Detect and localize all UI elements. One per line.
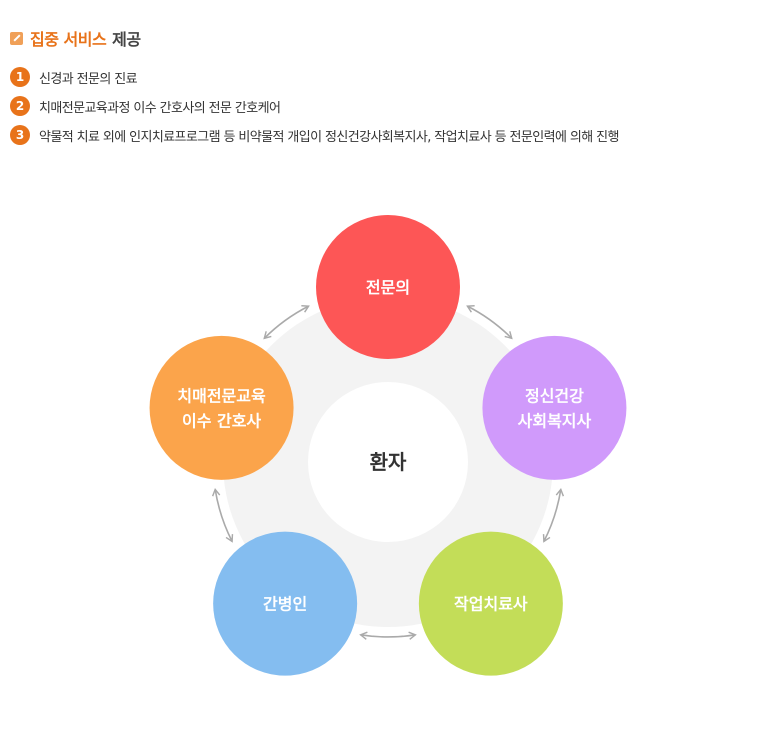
role-node-label: 작업치료사 [454, 595, 528, 614]
role-node-label: 치매전문교육 [177, 386, 266, 405]
list-item-text: 신경과 전문의 진료 [39, 71, 138, 87]
list-item-text: 치매전문교육과정 이수 간호사의 전문 간호케어 [39, 100, 281, 116]
section-title: 집중 서비스 제공 [10, 26, 141, 50]
title-rest: 제공 [112, 30, 141, 49]
role-node-circle [482, 335, 627, 480]
edit-icon [10, 31, 23, 45]
list-item: 3 약물적 치료 외에 인지치료프로그램 등 비약물적 개입이 정신건강사회복지… [10, 124, 619, 146]
role-node-label: 정신건강 [525, 386, 584, 405]
service-list: 1 신경과 전문의 진료 2 치매전문교육과정 이수 간호사의 전문 간호케어 … [10, 66, 619, 153]
role-node-label: 간병인 [263, 595, 307, 614]
double-arrow [466, 305, 513, 340]
list-item-text: 약물적 치료 외에 인지치료프로그램 등 비약물적 개입이 정신건강사회복지사,… [39, 129, 619, 145]
double-arrow [359, 631, 417, 640]
role-node: 간병인 [213, 531, 358, 676]
center-label: 환자 [370, 450, 407, 474]
role-node-circle [149, 335, 294, 480]
number-badge: 1 [10, 67, 30, 87]
center-circle [308, 382, 468, 542]
double-arrow [542, 487, 565, 543]
role-node-circle [418, 531, 563, 676]
role-node: 정신건강사회복지사 [482, 335, 627, 480]
arrow-group [211, 305, 565, 640]
double-arrow [263, 305, 310, 340]
role-node-circle [213, 531, 358, 676]
role-node: 작업치료사 [418, 531, 563, 676]
number-badge: 3 [10, 125, 30, 145]
role-node-circle [316, 215, 460, 359]
title-accent: 집중 서비스 [30, 30, 107, 49]
double-arrow [211, 487, 234, 543]
role-node: 전문의 [316, 215, 460, 359]
role-node-label: 이수 간호사 [182, 411, 261, 430]
number-badge: 2 [10, 96, 30, 116]
role-node-label: 사회복지사 [518, 411, 592, 430]
role-node-label: 전문의 [366, 278, 410, 297]
list-item: 2 치매전문교육과정 이수 간호사의 전문 간호케어 [10, 95, 619, 117]
list-item: 1 신경과 전문의 진료 [10, 66, 619, 88]
